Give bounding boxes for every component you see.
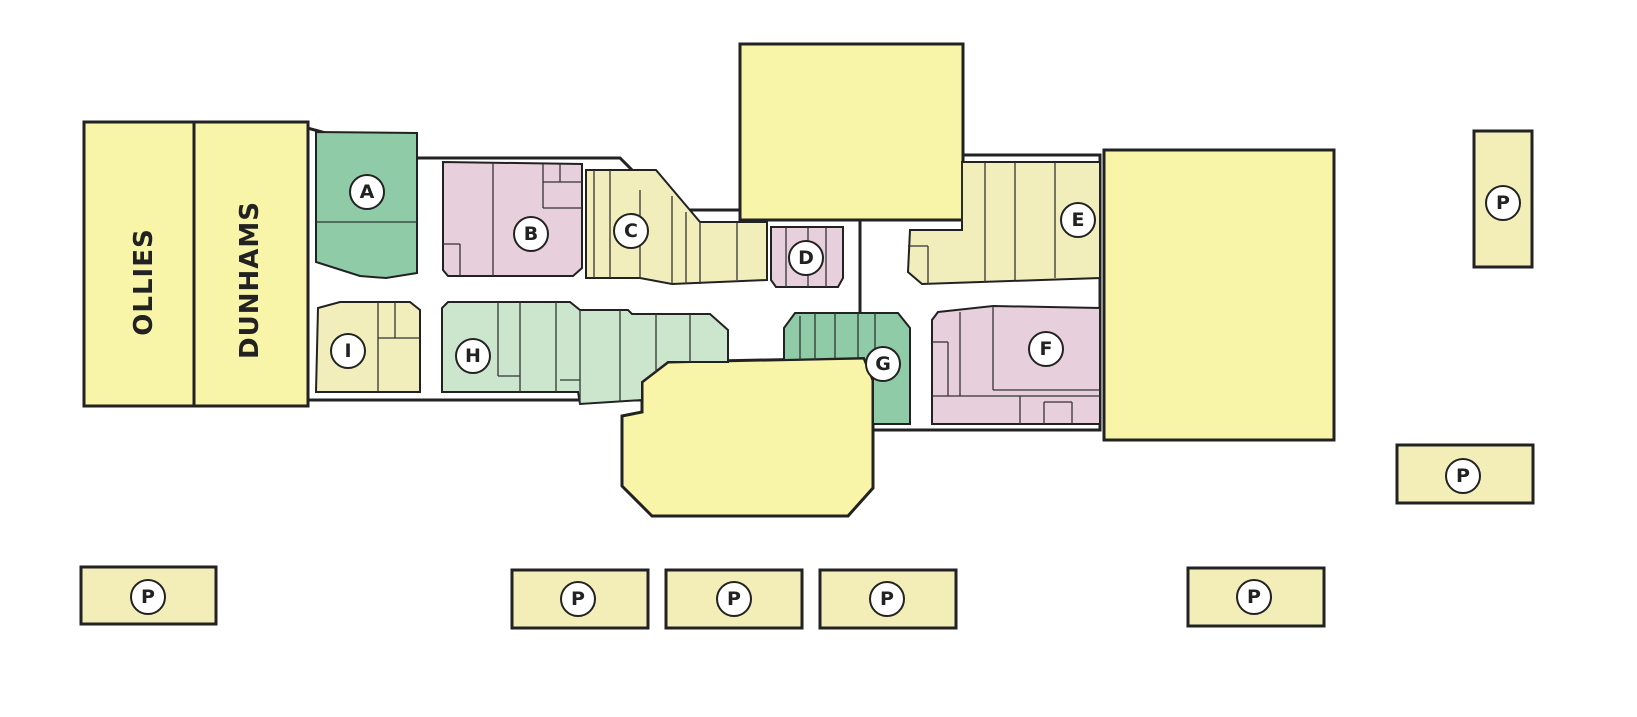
zone-b-label: B (524, 223, 538, 245)
parking-lot-east-label: P (1456, 465, 1470, 487)
parking-lot-southeast[interactable]: P (1186, 566, 1326, 628)
zone-b[interactable]: B (442, 160, 583, 277)
parking-lot-south-1[interactable]: P (510, 568, 650, 630)
anchor-east[interactable] (1102, 148, 1336, 442)
zone-e-label: E (1072, 209, 1085, 231)
zone-b-marker (513, 216, 549, 252)
zone-h-label: H (465, 345, 481, 367)
parking-lot-southeast-label: P (1247, 586, 1261, 608)
zone-f-marker (1028, 331, 1064, 367)
parking-lot-southwest[interactable]: P (79, 565, 218, 626)
zone-a-marker (349, 174, 385, 210)
zone-i-marker (330, 333, 366, 369)
zone-c-marker (613, 213, 649, 249)
zone-g-marker (865, 346, 901, 382)
zone-i-label: I (344, 340, 351, 362)
zone-g[interactable]: G (783, 312, 911, 425)
parking-lot-south-2[interactable]: P (664, 568, 804, 630)
zone-a-label: A (360, 181, 375, 203)
zone-a[interactable]: A (315, 130, 418, 280)
zone-d-marker (788, 240, 824, 276)
zone-e-marker (1060, 202, 1096, 238)
anchor-south[interactable] (620, 356, 875, 518)
zone-c[interactable]: C (585, 169, 768, 286)
zone-d-label: D (798, 247, 814, 269)
parking-lot-south-3-label: P (880, 588, 894, 610)
parking-lot-southwest-label: P (141, 586, 155, 608)
parking-lot-northeast-label: P (1496, 192, 1510, 214)
zone-d[interactable]: D (770, 226, 844, 288)
parking-lot-south-3[interactable]: P (818, 568, 958, 630)
zone-g-label: G (875, 353, 891, 375)
parking-lot-south-1-label: P (571, 588, 585, 610)
zone-i[interactable]: I (314, 301, 421, 393)
zone-c-label: C (624, 220, 638, 242)
parking-lot-east[interactable]: P (1395, 443, 1535, 505)
parking-lot-northeast[interactable]: P (1472, 129, 1534, 269)
anchor-ollies-label: OLLIES (129, 228, 159, 335)
zone-e[interactable]: E (906, 161, 1101, 286)
anchor-north[interactable] (738, 42, 965, 222)
parking-lot-south-2-label: P (727, 588, 741, 610)
zone-h[interactable]: H (441, 301, 729, 406)
zone-f-label: F (1040, 338, 1053, 360)
anchor-ollies[interactable]: OLLIES (82, 120, 196, 408)
anchor-dunhams[interactable]: DUNHAMS (192, 120, 310, 408)
zone-f[interactable]: F (931, 304, 1101, 425)
anchor-dunhams-label: DUNHAMS (235, 201, 265, 359)
zone-h-marker (455, 338, 491, 374)
